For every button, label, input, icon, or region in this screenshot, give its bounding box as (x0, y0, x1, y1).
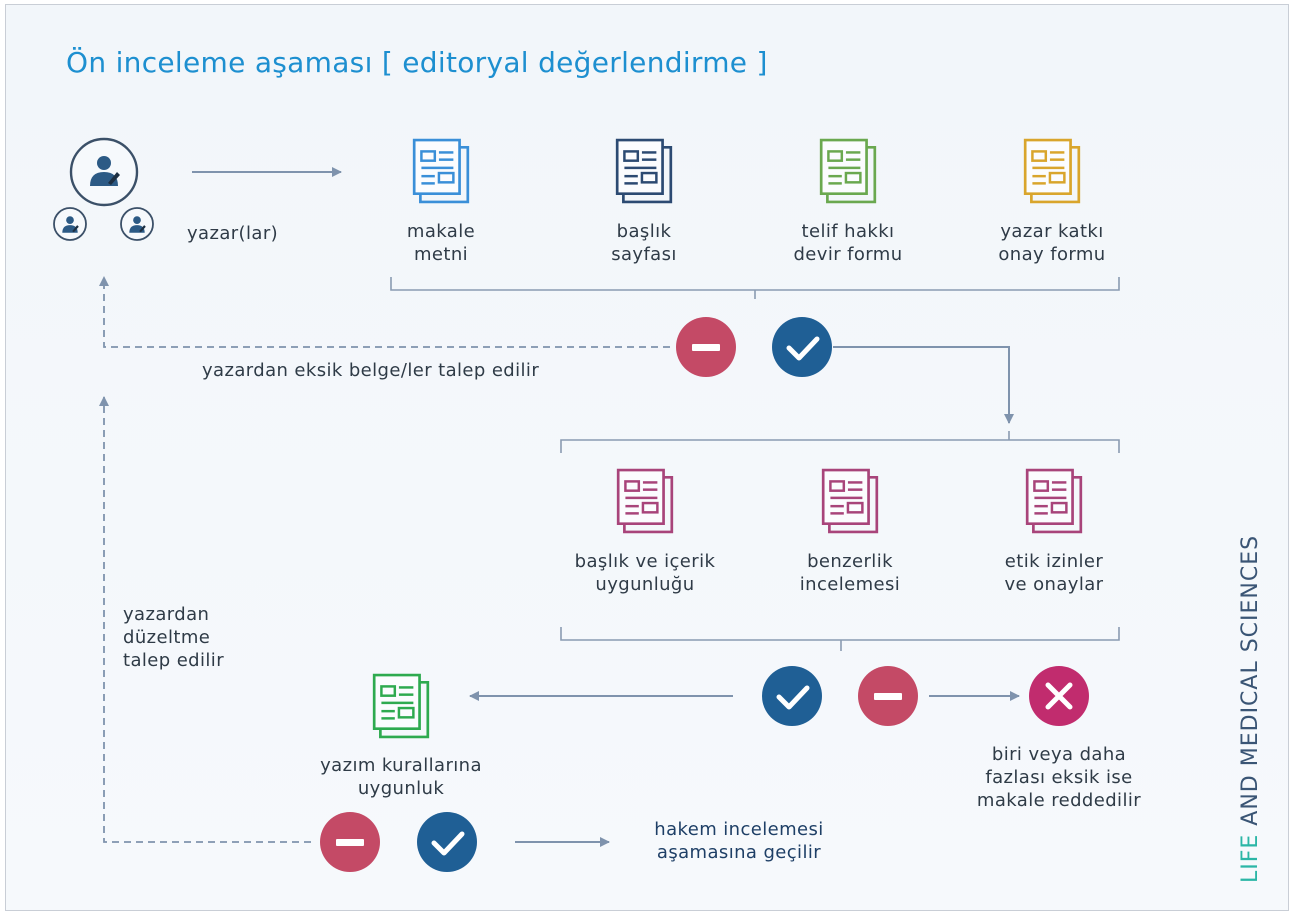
minus-icon-checks-failed (858, 666, 918, 726)
document-icon-copyright-form (819, 138, 877, 204)
reject-x-icon (1029, 666, 1089, 726)
document-icon-content-suitability (616, 468, 674, 534)
arrow-to-checks (833, 346, 1014, 424)
checks-bracket-top (560, 431, 1120, 453)
missing-docs-note: yazardan eksik belge/ler talep edilir (202, 360, 540, 381)
authors-label: yazar(lar) (187, 223, 279, 244)
check-icon-checks-passed (762, 666, 822, 726)
dashed-arrow-missing-docs (99, 276, 670, 348)
document-icon-ethics-approvals (1025, 468, 1083, 534)
page-title: Ön inceleme aşaması [ editoryal değerlen… (66, 46, 768, 79)
document-icon-title-page (615, 138, 673, 204)
dashed-arrow-correction (99, 396, 311, 843)
documents-bracket (390, 277, 1120, 299)
author-group-icon (53, 137, 154, 241)
document-icon-manuscript (412, 138, 470, 204)
flow-graphics (53, 137, 1120, 872)
minus-icon-style-failed (320, 812, 380, 872)
document-icon-similarity-check (821, 468, 879, 534)
check-icon-style-passed (417, 812, 477, 872)
document-icon-contribution-form (1023, 138, 1081, 204)
diagram-frame: Ön inceleme aşaması [ editoryal değerlen… (5, 4, 1289, 911)
document-icon-style-check (372, 673, 430, 739)
check-icon-docs-complete (772, 317, 832, 377)
checks-bracket-bottom (560, 627, 1120, 651)
brand-label: LIFE AND MEDICAL SCIENCES (1238, 534, 1263, 883)
minus-icon-missing-docs (676, 317, 736, 377)
